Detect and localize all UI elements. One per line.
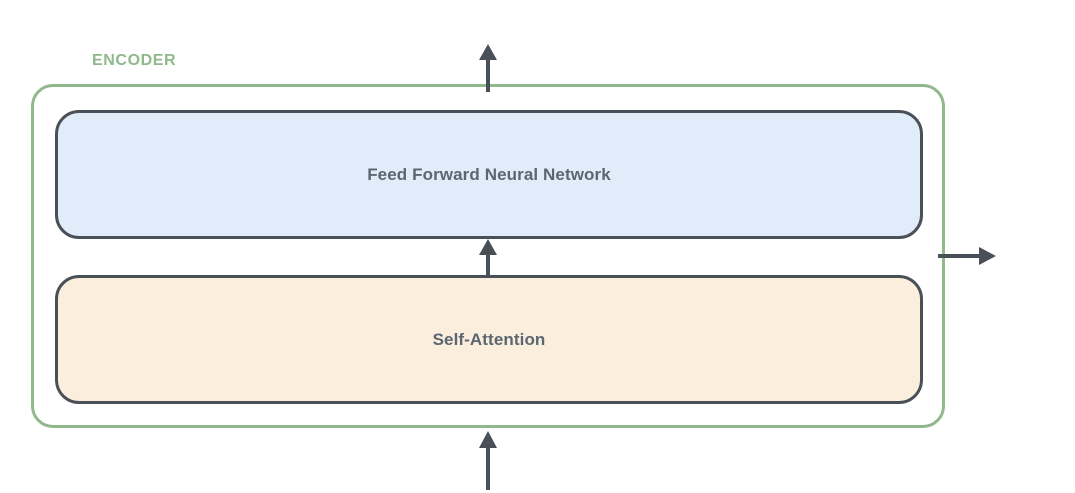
encoder-label: ENCODER [92,52,177,69]
feed-forward-block: Feed Forward Neural Network [55,110,923,239]
self-attention-label: Self-Attention [432,329,546,349]
feed-forward-label: Feed Forward Neural Network [367,164,611,184]
side-output-arrow [938,247,996,265]
output-up-arrow [479,44,497,92]
input-up-arrow [479,431,497,490]
attention-to-feed-forward-arrow [479,239,497,276]
self-attention-block: Self-Attention [55,275,923,404]
